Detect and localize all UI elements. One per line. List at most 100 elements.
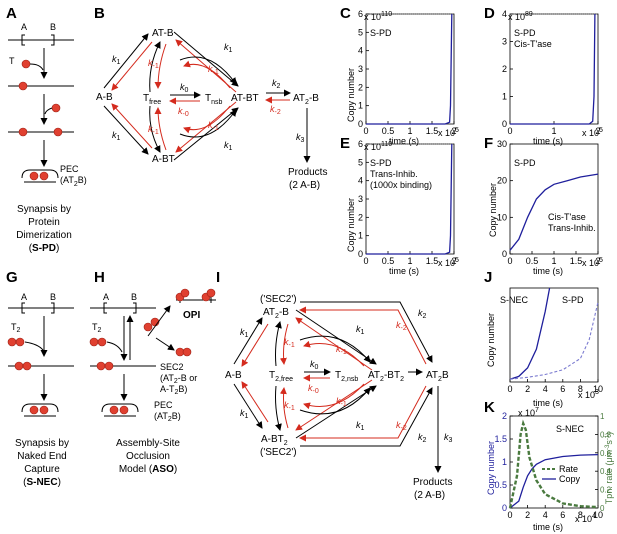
c-y-label: Copy number: [346, 68, 356, 122]
c-inset-label: S-PD: [370, 28, 392, 38]
c-y-tick-label: 5: [358, 27, 363, 37]
rate-k1-b: k1: [112, 130, 121, 142]
c-y-tick-label: 6: [358, 9, 363, 19]
e-series-line: [366, 143, 453, 255]
j-x-tick-label: 0: [507, 384, 512, 394]
k-y-tick-label: 1.5: [494, 434, 507, 444]
i-rate-km1-b: k-1: [284, 400, 295, 412]
d-y-tick-label: 1: [502, 92, 507, 102]
f-x-tick-label: 0.5: [526, 256, 539, 266]
k-x-tick-label: 6: [560, 510, 565, 520]
j-x-exponent: x 103: [578, 389, 599, 400]
node-at-b: AT-B: [152, 28, 174, 39]
i-rate-k0: k0: [310, 359, 319, 371]
k-x-tick-label: 2: [525, 510, 530, 520]
chart-f: S-PD Cis-T'ase Trans-Inhib. Copy number …: [488, 139, 603, 276]
k-y2-tick-label: 0.4: [600, 467, 612, 476]
c-series-line: [366, 13, 453, 125]
d-x-tick-label: 0: [507, 126, 512, 136]
d-y-tick-label: 4: [502, 9, 507, 19]
d-x-tick-label: 1: [551, 126, 556, 136]
e-inset-3: (1000x binding): [370, 180, 432, 190]
e-x-tick-label: 0: [363, 256, 368, 266]
i-sec2-bottom: ('SEC2'): [260, 447, 297, 458]
products-label: Products: [288, 167, 327, 178]
f-inset-1: S-PD: [514, 158, 536, 168]
f-inset-3: Trans-Inhib.: [548, 223, 596, 233]
e-y-tick-label: 6: [358, 139, 363, 149]
i-rate-k1-a: k1: [240, 327, 249, 339]
e-y-exponent: x 10110: [364, 141, 392, 152]
i-node-at2-b: AT2-B: [263, 307, 289, 320]
i-rate-k1-c: k1: [356, 324, 365, 336]
e-y-tick-label: 3: [358, 194, 363, 204]
k-y-tick-label: 2: [502, 411, 507, 421]
rate-km1-b: k-1: [148, 124, 159, 136]
d-y-tick-label: 3: [502, 37, 507, 47]
d-y-tick-label: 2: [502, 64, 507, 74]
e-y-tick-label: 1: [358, 231, 363, 241]
opi-label: OPI: [183, 310, 200, 321]
k-series-copy: [509, 453, 599, 509]
chart-k: x 107 S-NEC Copy number Tpn. rate (μm-3s…: [486, 407, 614, 532]
c-y-tick-label: 4: [358, 46, 363, 56]
e-y-tick-label: 0: [358, 249, 363, 259]
c-x-tick-label: 2: [451, 126, 456, 136]
e-y-tick-label: 5: [358, 157, 363, 167]
caption-a-4: (S-PD): [29, 243, 60, 254]
panel-label-e: E: [340, 135, 350, 152]
j-x-tick-label: 2: [525, 384, 530, 394]
c-x-tick-label: 0.5: [382, 126, 395, 136]
g-dimer-right: [15, 337, 25, 347]
k-y2-tick-label: 1: [600, 412, 605, 421]
k-y-label-left: Copy number: [486, 441, 496, 495]
c-x-exponent: x 105: [438, 127, 459, 138]
c-x-tick-label: 1.5: [426, 126, 439, 136]
d-y-tick-label: 0: [502, 119, 507, 129]
caption-h-2: Occlusion: [126, 451, 170, 462]
d-series-line: [510, 13, 596, 125]
f-y-tick-label: 30: [497, 139, 507, 149]
c-y-tick-label: 1: [358, 101, 363, 111]
k-y-tick-label: 1: [502, 457, 507, 467]
i-rate-km2-b: k-2: [396, 420, 407, 432]
rate-km1-a: k-1: [148, 58, 159, 70]
j-series-1-label: S-NEC: [500, 295, 529, 305]
rate-k1-a: k1: [112, 54, 121, 66]
f-x-tick-label: 2: [595, 256, 600, 266]
site-a-label: A: [21, 22, 27, 32]
bound-transposase-a: [18, 81, 28, 91]
rate-k1-d: k1: [224, 140, 233, 152]
panel-h-schematic: A B T2 OPI SEC2 (AT2-B or A-T2B): [89, 288, 216, 475]
k-y-exponent: x 107: [518, 407, 539, 418]
e-y-tick-label: 4: [358, 176, 363, 186]
e-x-tick-label: 0.5: [382, 256, 395, 266]
k-inset-label: S-NEC: [556, 424, 585, 434]
node-at-bt: AT-BT: [231, 93, 259, 104]
caption-g-1: Synapsis by: [15, 438, 69, 449]
f-x-label: time (s): [533, 266, 563, 276]
sec2-label: SEC2: [160, 362, 184, 372]
k-plot-frame: [509, 415, 599, 509]
g-site-a: A: [21, 292, 27, 302]
d-y-exponent: x 1089: [508, 11, 533, 22]
sec2-line-2: (AT2-B or: [160, 373, 197, 385]
rate-k3: k3: [296, 132, 305, 144]
i-node-at2-bt2: AT2-BT2: [368, 370, 404, 383]
k-x-exponent: x 104: [575, 513, 596, 524]
caption-g-2: Naked End: [17, 451, 66, 462]
f-x-exponent: x 105: [582, 257, 603, 268]
c-y-tick-label: 2: [358, 82, 363, 92]
k-x-label: time (s): [533, 522, 563, 532]
j-plot-frame: [509, 287, 599, 383]
panel-label-a: A: [6, 5, 17, 22]
f-x-tick-label: 0: [507, 256, 512, 266]
c-x-tick-label: 0: [363, 126, 368, 136]
caption-a-2: Protein: [28, 217, 60, 228]
k-series-rate: [508, 419, 599, 509]
panel-label-h: H: [94, 269, 105, 286]
f-y-tick-label: 20: [497, 176, 507, 186]
node-at2-b: AT2-B: [293, 93, 319, 106]
chart-c: x 10110 S-PD Copy number time (s) x 105 …: [346, 9, 459, 146]
